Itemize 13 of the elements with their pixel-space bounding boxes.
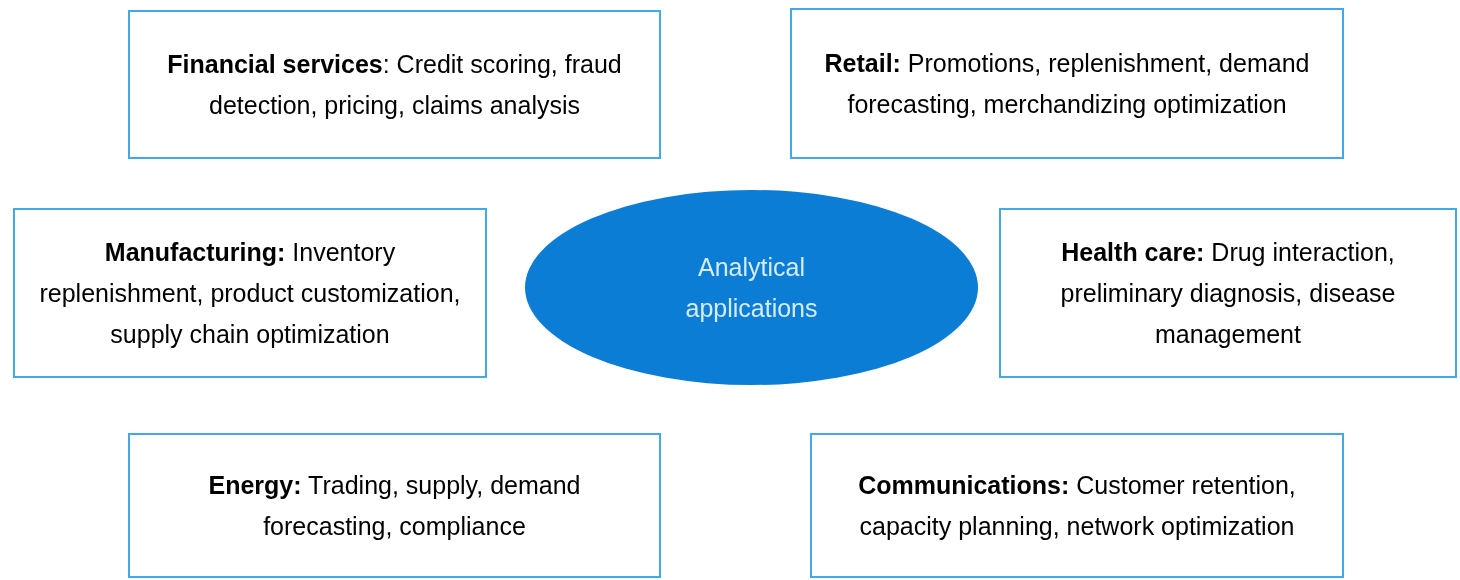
- industry-box: [128, 433, 661, 578]
- industry-description: Manufacturing: Inventory replenishment, product customization, supply chain optimization: [38, 236, 462, 350]
- industry-description: Energy: Trading, supply, demand forecasting, compliance: [207, 469, 582, 542]
- industry-box: [790, 8, 1344, 159]
- industry-box: [999, 208, 1457, 378]
- industry-box: [810, 433, 1344, 578]
- industry-box: [128, 10, 661, 159]
- industry-description: Health care: Drug interaction, preliminary diagnosis, disease management: [1059, 236, 1397, 350]
- industry-description: Retail: Promotions, replenishment, demand forecasting, merchandizing optimization: [823, 47, 1311, 120]
- industry-description: Financial services: Credit scoring, fraud detection, pricing, claims analysis: [166, 48, 623, 121]
- center-label: Analytical applications: [684, 251, 819, 324]
- industry-description: Communications: Customer retention, capacity planning, network optimization: [857, 469, 1297, 542]
- industry-box: [13, 208, 487, 378]
